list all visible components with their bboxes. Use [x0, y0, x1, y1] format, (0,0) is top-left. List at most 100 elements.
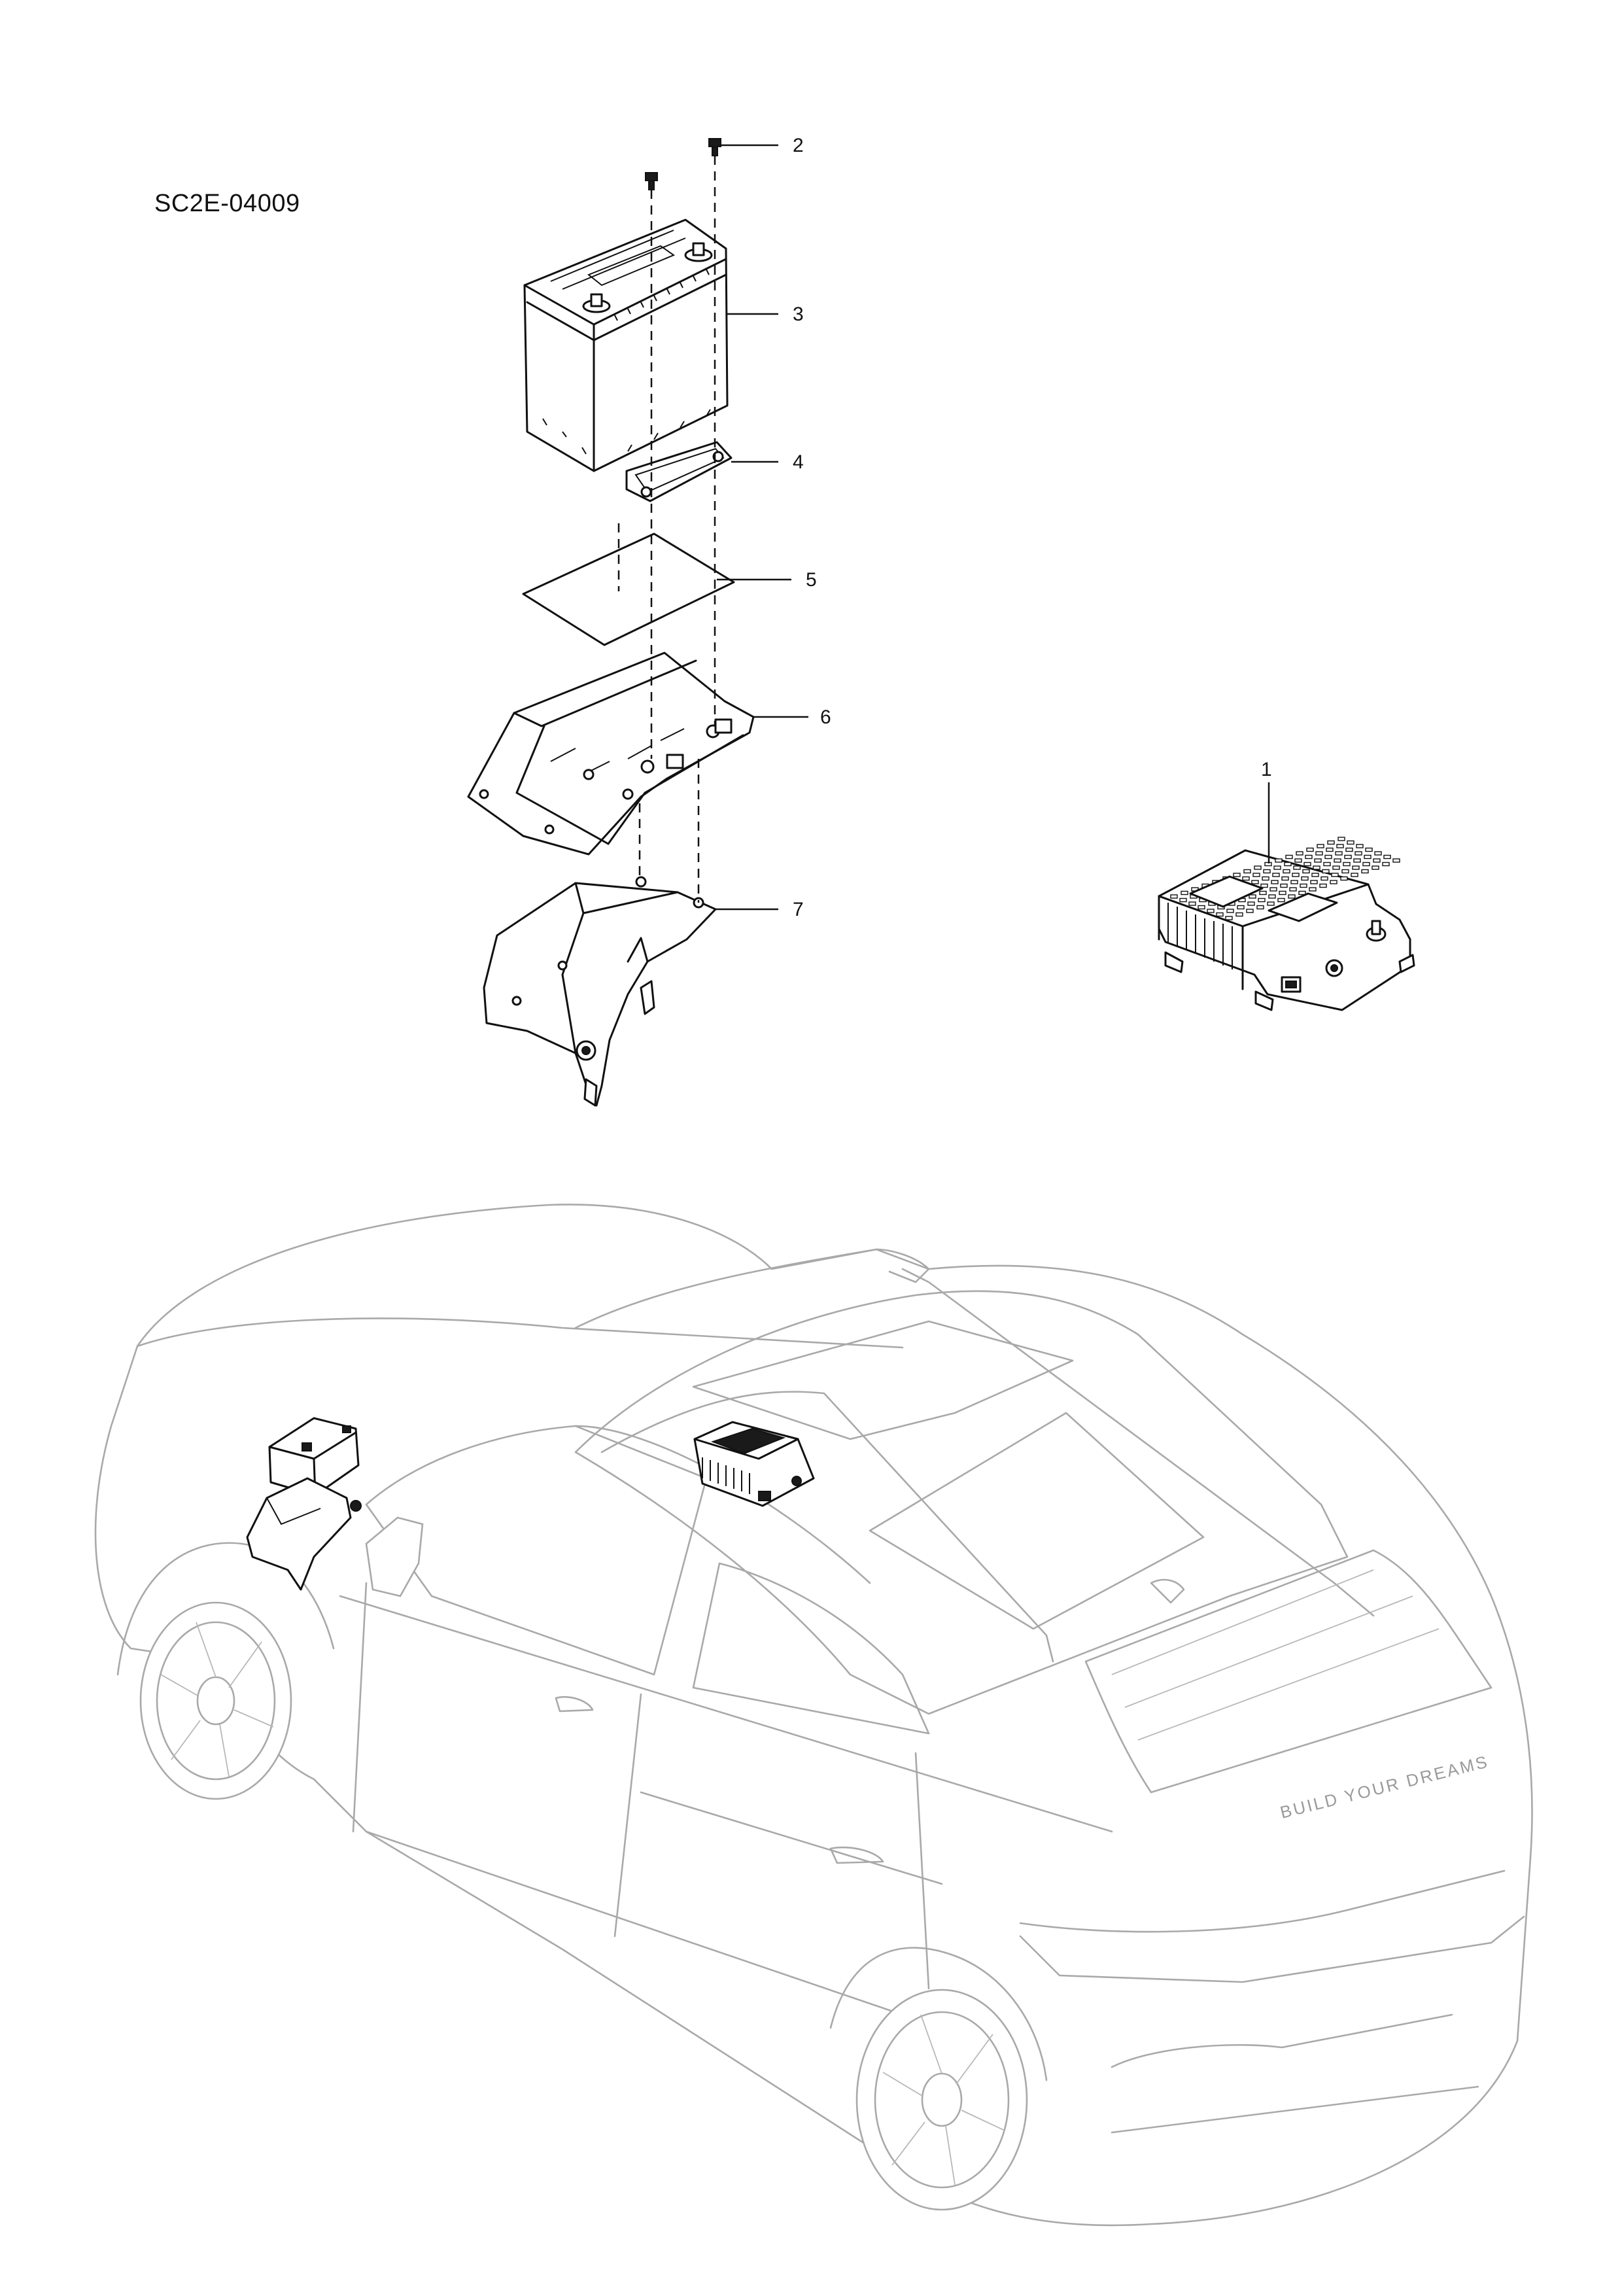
vent-cell — [1382, 861, 1390, 867]
vent-cell — [1332, 865, 1340, 870]
callout-5: 5 — [806, 569, 817, 591]
vent-cell — [1361, 869, 1369, 874]
vent-cell — [1277, 897, 1285, 903]
vent-cell — [1281, 876, 1289, 881]
vent-cell — [1320, 876, 1328, 881]
vent-cell — [1260, 883, 1268, 888]
vent-cell — [1313, 865, 1320, 870]
battery-tray — [467, 652, 755, 856]
vent-cell — [1327, 840, 1335, 845]
vent-cell — [1341, 869, 1349, 874]
vent-cell — [1383, 854, 1391, 860]
vent-cell — [1374, 851, 1382, 856]
vent-cell — [1334, 858, 1341, 863]
vent-cell — [1337, 837, 1345, 841]
vent-cell — [1179, 897, 1187, 903]
vent-cell — [1216, 912, 1224, 917]
vent-cell — [1319, 883, 1327, 888]
vent-cell — [1292, 873, 1300, 877]
vent-cell — [1347, 840, 1355, 845]
callout-3: 3 — [793, 304, 804, 325]
callout-4: 4 — [793, 451, 804, 473]
vent-cell — [1323, 861, 1331, 867]
vent-cell — [1188, 901, 1196, 906]
vent-cell — [1344, 854, 1352, 860]
vent-cell — [1263, 869, 1271, 874]
vent-cell — [1343, 861, 1351, 867]
vent-cell — [1259, 890, 1267, 896]
vent-cell — [1283, 869, 1290, 874]
diagram-code: SC2E-04009 — [154, 190, 300, 217]
vent-cell — [1326, 847, 1334, 852]
vent-cell — [1170, 894, 1178, 899]
vent-cell — [1356, 844, 1364, 848]
vent-cell — [1247, 901, 1255, 906]
control-module — [1158, 837, 1415, 1011]
vent-cell — [1300, 883, 1307, 888]
mounting-bracket — [483, 876, 717, 1107]
callout-7: 7 — [793, 899, 804, 920]
vent-cell — [1198, 905, 1205, 910]
vent-cell — [1243, 869, 1251, 874]
battery — [523, 218, 729, 472]
vent-cell — [1289, 887, 1297, 892]
callout-2: 2 — [793, 135, 804, 156]
vent-cell — [1353, 858, 1361, 863]
vent-cell — [1237, 905, 1245, 910]
vent-cell — [1285, 854, 1293, 860]
vent-cell — [1293, 865, 1301, 870]
vent-cell — [1252, 873, 1260, 877]
vent-cell — [1233, 873, 1241, 877]
bolt-right — [708, 138, 721, 156]
vent-cell — [1279, 890, 1286, 896]
installed-battery — [246, 1417, 362, 1591]
vent-cell — [1317, 844, 1324, 848]
vent-cell — [1181, 890, 1188, 896]
vent-cell — [1273, 865, 1281, 870]
vent-cell — [1373, 858, 1381, 863]
vent-cell — [1336, 844, 1344, 848]
vent-cell — [1335, 851, 1343, 856]
vent-cell — [1296, 851, 1303, 856]
vent-cell — [1242, 876, 1250, 881]
vent-cell — [1302, 869, 1310, 874]
vent-cell — [1207, 909, 1215, 913]
vent-cell — [1305, 854, 1313, 860]
vent-cell — [1392, 858, 1400, 863]
vent-cell — [1322, 869, 1330, 874]
vent-cell — [1256, 905, 1264, 910]
vent-cell — [1310, 880, 1318, 884]
vent-cell — [1355, 851, 1362, 856]
vent-cell — [1284, 861, 1292, 867]
vent-cell — [1275, 858, 1283, 863]
car-badge-text: BUILD YOUR DREAMS — [1278, 1751, 1491, 1822]
vent-cell — [1301, 876, 1309, 881]
vent-cell — [1272, 873, 1280, 877]
vent-cell — [1306, 847, 1314, 852]
vent-cell — [1340, 876, 1348, 881]
vent-cell — [1225, 916, 1233, 920]
vent-cell — [1351, 873, 1358, 877]
vent-cell — [1251, 880, 1259, 884]
bolt-left — [645, 172, 658, 190]
vent-cell — [1365, 847, 1373, 852]
vent-cell — [1269, 887, 1277, 892]
vent-cell — [1258, 897, 1266, 903]
vent-cell — [1331, 873, 1339, 877]
callout-1: 1 — [1261, 759, 1272, 780]
vent-cell — [1280, 883, 1288, 888]
vent-cell — [1226, 909, 1234, 913]
vent-cell — [1290, 880, 1298, 884]
vehicle-outline: BUILD YOUR DREAMS — [94, 1204, 1533, 2227]
vent-cell — [1271, 880, 1279, 884]
vent-cell — [1303, 861, 1311, 867]
vent-cell — [1309, 887, 1317, 892]
vent-cell — [1254, 865, 1262, 870]
vent-cell — [1364, 854, 1372, 860]
vent-cell — [1298, 890, 1306, 896]
vent-cell — [1352, 865, 1360, 870]
vent-cell — [1267, 901, 1275, 906]
vent-cell — [1372, 865, 1379, 870]
vent-cell — [1315, 851, 1323, 856]
